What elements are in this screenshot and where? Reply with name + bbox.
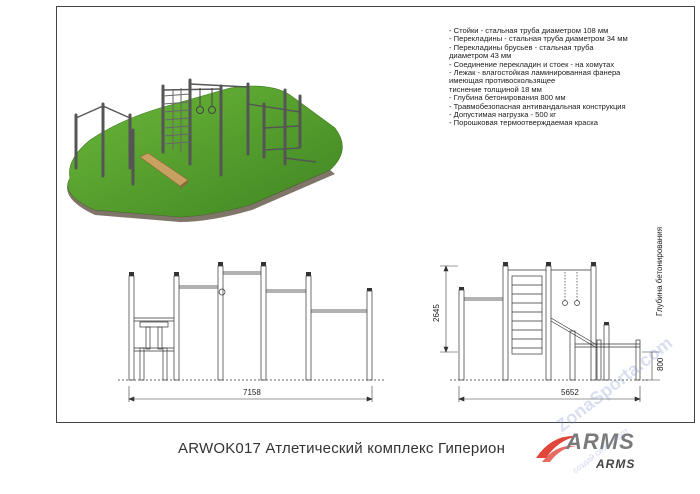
spec-item: тиснение толщиной 18 мм	[449, 84, 542, 94]
side-width-label: 5652	[561, 388, 579, 397]
depth-caption: Глубина бетонирования	[655, 226, 664, 316]
crossbars	[75, 83, 317, 163]
side-elevation	[450, 262, 650, 381]
logo-swoosh-icon	[536, 435, 578, 462]
side-dimensions	[440, 265, 660, 402]
spec-item: - Лежак - влагостойкая ламинированная фа…	[449, 68, 621, 78]
front-elevation	[118, 262, 385, 381]
brand-logo: ARMS	[566, 429, 635, 454]
spec-item: - Допустимая нагрузка - 500 кг	[449, 110, 557, 120]
height-label: 2645	[432, 304, 441, 322]
spec-item: имеющая противоскользящее	[449, 76, 556, 86]
spec-item: - Перекладины брусьев - стальная труба	[449, 42, 594, 52]
ladder	[162, 88, 191, 152]
spec-item: - Порошковая термоотверждаемая краска	[449, 118, 598, 128]
spec-item: - Травмобезопасная антивандальная констр…	[449, 101, 626, 111]
depth-label: 800	[656, 357, 665, 371]
spec-item: - Глубина бетонирования 800 мм	[449, 93, 566, 103]
product-title: ARWOK017 Атлетический комплекс Гиперион	[178, 440, 506, 457]
front-width-label: 7158	[243, 388, 261, 397]
spec-item: - Стойки - стальная труба диаметром 108 …	[449, 26, 609, 35]
spec-item: диаметром 43 мм	[449, 51, 512, 61]
front-dimension	[128, 386, 373, 402]
spec-list: - Стойки - стальная труба диаметром 108 …	[449, 26, 689, 128]
spec-item: - Соединение перекладин и стоек - на хом…	[449, 59, 615, 69]
drawing-frame	[56, 6, 695, 423]
isometric-view	[67, 78, 343, 222]
rings	[196, 88, 216, 114]
spec-item: - Перекладины - стальная труба диаметром…	[449, 34, 628, 44]
brand-logo-small: ARMS	[596, 457, 636, 471]
